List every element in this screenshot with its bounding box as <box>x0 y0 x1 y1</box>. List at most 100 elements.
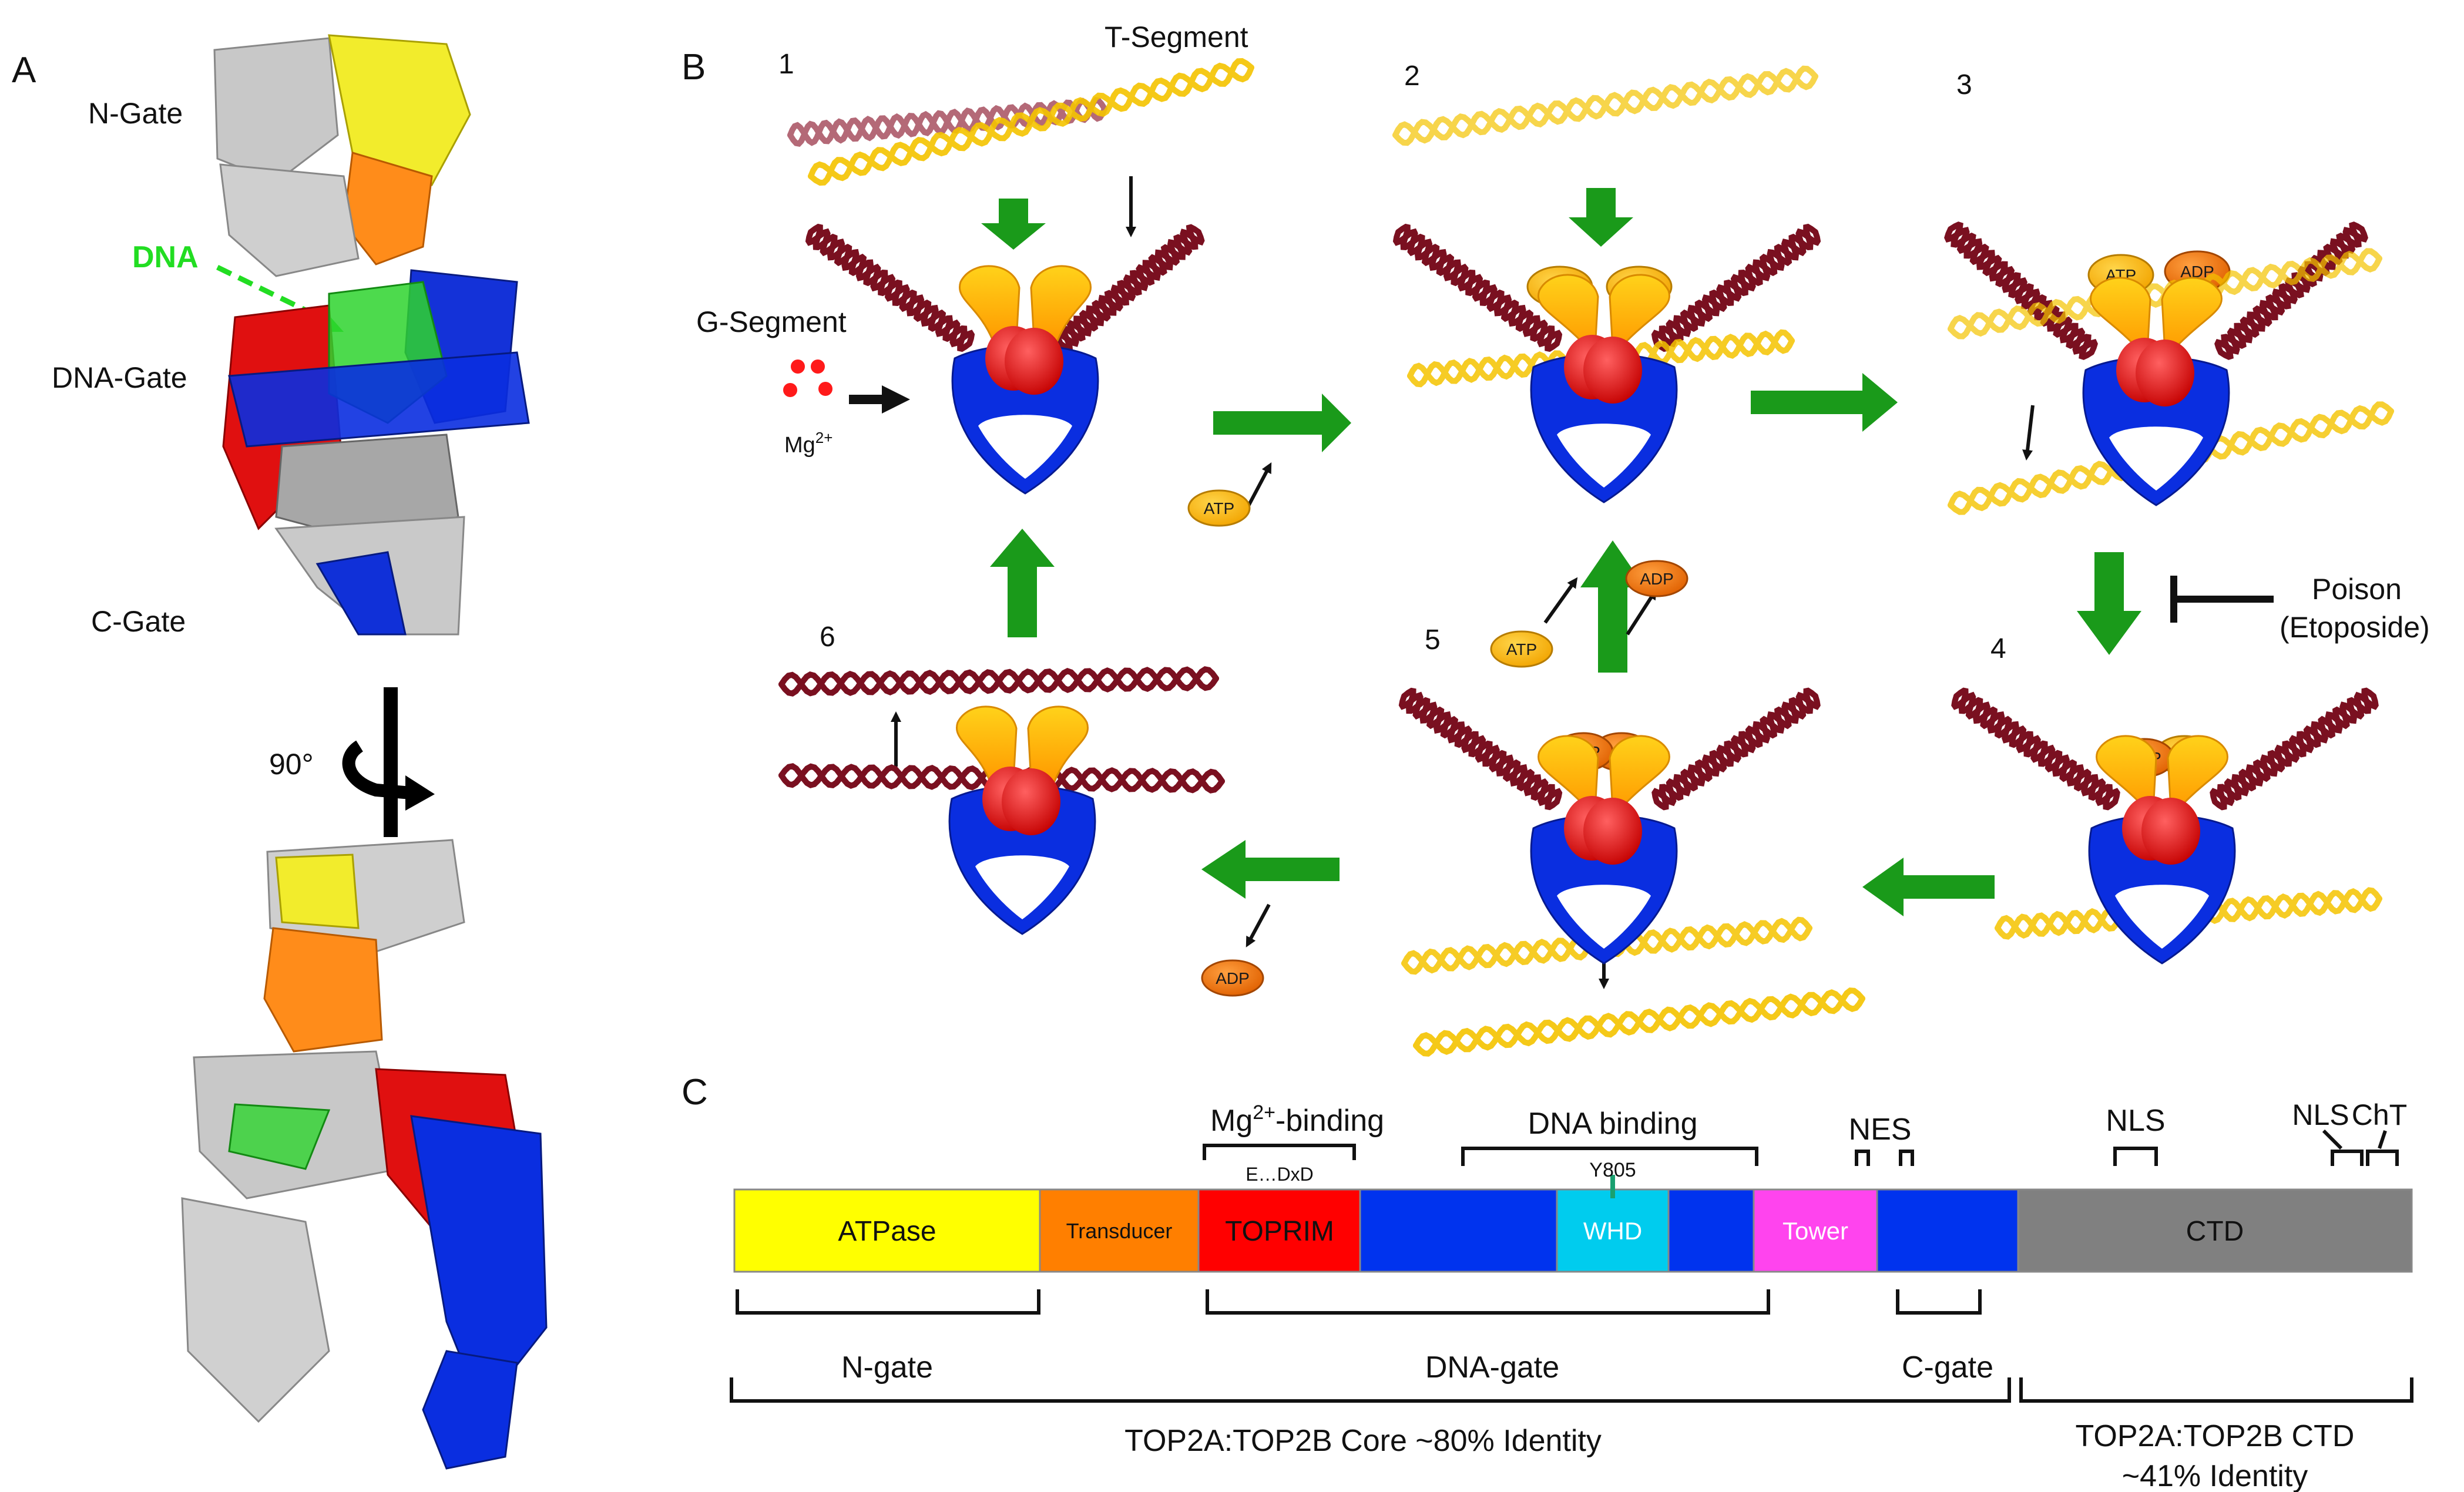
adp-out-arrow-2 <box>1246 903 1271 947</box>
t-seg-arrow-2 <box>1569 188 1633 247</box>
mg-binding-label: Mg2+-binding <box>1210 1101 1384 1138</box>
step-2-label: 2 <box>1404 61 1420 92</box>
enzyme-toprim-right <box>2136 340 2194 406</box>
enzyme-toprim-right <box>1583 337 1642 404</box>
arrow-5-to-2 <box>1580 540 1645 673</box>
atp-nucleotide-2 <box>1490 630 1553 668</box>
ctd-identity-label-2: ~41% Identity <box>2122 1459 2308 1492</box>
dna-strand <box>808 62 1254 182</box>
enzyme-toprim-right <box>2141 798 2200 865</box>
atp-in-arrow-2 <box>1543 577 1578 624</box>
panel-a-label: A <box>12 50 36 90</box>
c-gate-linker <box>1876 1188 2019 1273</box>
step3-g-left <box>1944 221 2098 360</box>
dna-gate-label: DNA-gate <box>1425 1350 1559 1385</box>
dna-strand <box>808 223 972 352</box>
step2-g-segment-right <box>1651 223 1821 352</box>
adp-label-2: ADP <box>1216 969 1250 987</box>
side-grey-bottom <box>181 1197 330 1423</box>
dna-strand <box>787 98 1107 146</box>
enzyme-c-gate-cavity <box>1557 885 1651 949</box>
arrow-2-to-3 <box>1751 373 1898 432</box>
free-nucleotides: ATP ATP ADP ADP <box>1187 489 1688 997</box>
rotation-arc <box>342 740 412 799</box>
arrow-1-to-2 <box>1213 394 1351 452</box>
dna-strand <box>1392 68 1818 144</box>
c-gate-blue <box>315 551 407 636</box>
atpase-label: ATPase <box>838 1216 936 1247</box>
enzyme-c-gate-cavity <box>978 415 1072 479</box>
enzyme-atpase-left <box>956 705 1018 782</box>
enzyme-atpase-right <box>1027 705 1089 782</box>
enzyme-c-gate-cavity <box>2115 885 2209 949</box>
dna-strand <box>1054 228 1205 347</box>
enzyme-toprim-right <box>1005 328 1063 395</box>
rotation-arrowhead <box>405 775 435 811</box>
step2-t-segment <box>1392 65 1818 146</box>
poison-inhibition-bar <box>2170 576 2274 623</box>
adp-nucleotide-2 <box>1201 959 1264 997</box>
step-3-label: 3 <box>1956 69 1972 100</box>
core-bracket <box>730 1377 2011 1403</box>
dna-strand <box>1401 687 1560 811</box>
c-gate-bracket <box>1896 1289 1982 1315</box>
arrow-5-to-6 <box>1201 840 1340 899</box>
enzyme-c-gate-cavity <box>975 855 1069 919</box>
dna-label: DNA <box>132 240 199 274</box>
dna-strand <box>778 666 1219 697</box>
tower-label: Tower <box>1782 1217 1848 1245</box>
atp-label-1: ATP <box>1204 499 1234 518</box>
c-gate-label: C-Gate <box>91 605 186 638</box>
atp-label-2: ATP <box>1506 640 1537 658</box>
arrow-3-to-4 <box>2077 552 2141 655</box>
step-4-label: 4 <box>1990 633 2006 664</box>
rotation-label: 90° <box>269 748 314 781</box>
t-seg-arrow-1 <box>981 199 1046 250</box>
step6-enzyme <box>948 705 1096 935</box>
transducer-label: Transducer <box>1066 1219 1173 1243</box>
adp-label-1: ADP <box>1640 570 1674 588</box>
side-yellow <box>275 853 360 929</box>
enzyme-atpase-left <box>959 265 1020 342</box>
adp-out-arrow-1 <box>1626 589 1657 636</box>
enzyme-toprim-right <box>1583 798 1642 865</box>
panel-c-label: C <box>682 1072 708 1113</box>
panel-b-label: B <box>682 47 706 88</box>
whd-label: WHD <box>1583 1217 1642 1245</box>
panel-b: B 1 2 3 4 5 6 T-Segment G-Segment Mg2+ P… <box>682 21 2430 1057</box>
side-dna-green <box>228 1103 331 1170</box>
nls-cht-brackets <box>2322 1129 2399 1166</box>
g-segment-label: G-Segment <box>696 305 847 338</box>
ctd-identity-label-1: TOP2A:TOP2B CTD <box>2076 1419 2355 1453</box>
dna-gate-bracket <box>1206 1289 1770 1315</box>
poison-label: Poison <box>2312 573 2402 606</box>
nes-label: NES <box>1849 1113 1912 1147</box>
protein-structure-side-view <box>181 839 548 1470</box>
core-identity-label: TOP2A:TOP2B Core ~80% Identity <box>1124 1424 1602 1458</box>
step3-arrow <box>2022 405 2035 461</box>
step2-enzyme <box>1530 274 1678 503</box>
nls-label-1: NLS <box>2106 1104 2165 1138</box>
enzyme-atpase-right <box>1030 265 1092 342</box>
dna-strand <box>1651 691 1821 807</box>
ctd-domain <box>2017 1188 2413 1273</box>
y805-label: Y805 <box>1589 1159 1636 1181</box>
dna-binding-bracket <box>1461 1147 1758 1166</box>
mg-binding-bracket <box>1203 1144 1356 1160</box>
side-blue-bottom <box>422 1350 518 1470</box>
side-orange <box>263 927 383 1053</box>
dna-strand <box>1413 989 1865 1055</box>
step1-g-segment-left <box>805 223 975 352</box>
rotation-indicator: 90° <box>269 687 435 837</box>
step5-enzyme <box>1530 735 1678 965</box>
dna-strand <box>1953 687 2118 811</box>
dna-gate-blue-helices <box>228 351 530 448</box>
n-gate-label: N-Gate <box>88 97 183 130</box>
protein-structure-front-view <box>213 34 530 636</box>
arrow-6-to-1 <box>990 529 1055 637</box>
mg-ions <box>783 359 832 397</box>
step6-top-duplex <box>778 666 1219 697</box>
atpase-domain <box>733 1188 1041 1273</box>
dna-strand <box>1948 221 2094 360</box>
cht-label: ChT <box>2352 1098 2407 1131</box>
